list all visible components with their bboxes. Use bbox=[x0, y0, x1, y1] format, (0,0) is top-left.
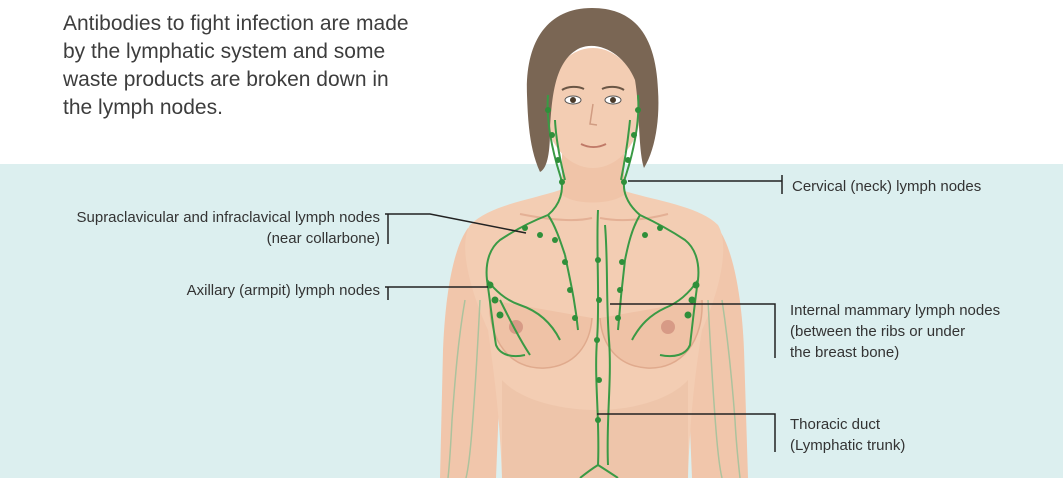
lymph-node bbox=[685, 312, 692, 319]
lymph-node bbox=[619, 259, 625, 265]
lymph-node bbox=[567, 287, 573, 293]
lymph-node bbox=[537, 232, 543, 238]
lymph-node bbox=[559, 179, 565, 185]
lymph-node bbox=[615, 315, 621, 321]
right-nipple bbox=[661, 320, 675, 334]
label-line: (near collarbone) bbox=[18, 228, 380, 249]
lymph-node bbox=[522, 225, 528, 231]
lymph-node bbox=[562, 259, 568, 265]
right-iris bbox=[610, 97, 616, 103]
label-line: Axillary (armpit) lymph nodes bbox=[100, 280, 380, 301]
lymph-node bbox=[594, 337, 600, 343]
label-line: the breast bone) bbox=[790, 342, 1000, 363]
label-supraclavicular: Supraclavicular and infraclavical lymph … bbox=[18, 207, 380, 249]
label-line: Internal mammary lymph nodes bbox=[790, 300, 1000, 321]
lymph-node bbox=[596, 297, 602, 303]
label-line: (between the ribs or under bbox=[790, 321, 1000, 342]
lymph-node bbox=[595, 417, 601, 423]
lymph-node bbox=[642, 232, 648, 238]
cervical-leader bbox=[628, 175, 782, 194]
label-internal-mammary: Internal mammary lymph nodes (between th… bbox=[790, 300, 1000, 363]
label-thoracic: Thoracic duct (Lymphatic trunk) bbox=[790, 414, 905, 456]
label-line: Cervical (neck) lymph nodes bbox=[792, 176, 981, 197]
lymph-node bbox=[549, 132, 555, 138]
lymph-node bbox=[545, 107, 551, 113]
label-line: (Lymphatic trunk) bbox=[790, 435, 905, 456]
lymph-node bbox=[552, 237, 558, 243]
lymph-node bbox=[596, 377, 602, 383]
lymph-node bbox=[617, 287, 623, 293]
lymph-node bbox=[635, 107, 641, 113]
lymph-node bbox=[621, 179, 627, 185]
label-line: Supraclavicular and infraclavical lymph … bbox=[18, 207, 380, 228]
label-line: Thoracic duct bbox=[790, 414, 905, 435]
label-axillary: Axillary (armpit) lymph nodes bbox=[100, 280, 380, 301]
lymph-node bbox=[689, 297, 696, 304]
lymph-node bbox=[492, 297, 499, 304]
lymph-node bbox=[555, 157, 561, 163]
left-iris bbox=[570, 97, 576, 103]
lymph-node bbox=[497, 312, 504, 319]
lymph-node bbox=[631, 132, 637, 138]
lymph-node bbox=[625, 157, 631, 163]
label-cervical: Cervical (neck) lymph nodes bbox=[792, 176, 981, 197]
lymph-node bbox=[595, 257, 601, 263]
lymph-node bbox=[657, 225, 663, 231]
lymph-node bbox=[572, 315, 578, 321]
lymph-node bbox=[693, 282, 700, 289]
